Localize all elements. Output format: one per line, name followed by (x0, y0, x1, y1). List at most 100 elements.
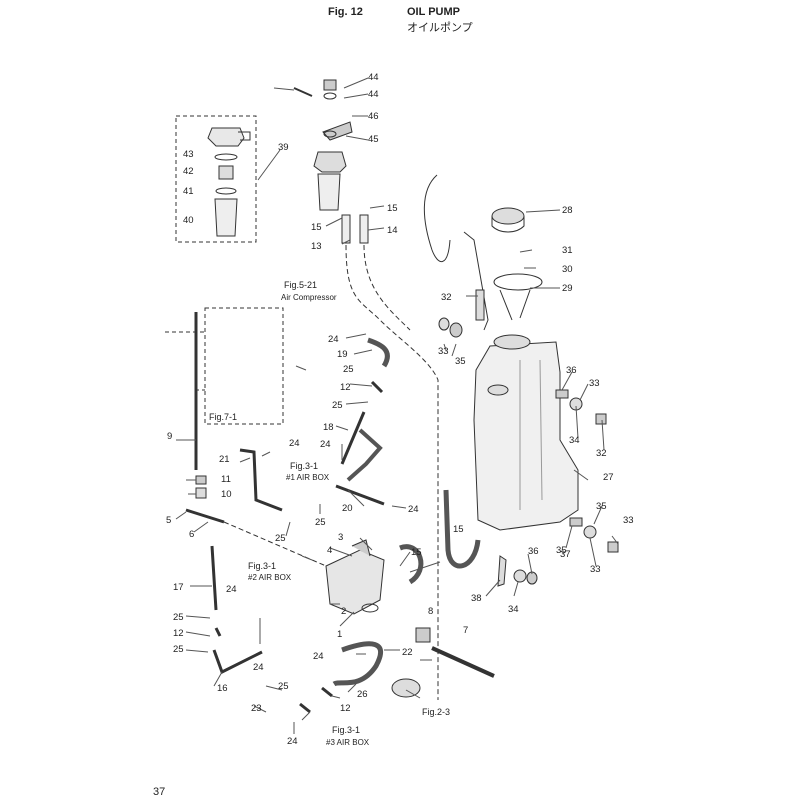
callout-1: 1 (337, 629, 342, 640)
callout-29: 30 (562, 264, 573, 275)
seal-fig2-3 (391, 678, 421, 698)
callout-33-a: 33 (438, 346, 449, 357)
callout-38: 39 (278, 142, 289, 153)
gauge-plate-28 (493, 273, 543, 291)
ref-air-box-3: #3 AIR BOX (326, 738, 370, 747)
callout-24-g: 24 (313, 651, 324, 662)
callout-34-b: 35 (596, 501, 607, 512)
callout-20: 20 (342, 503, 353, 514)
callout-19: 19 (337, 349, 348, 360)
o-ring-40 (215, 187, 237, 195)
callout-45: 46 (368, 111, 379, 122)
callout-13: 13 (311, 241, 322, 252)
callout-31: 32 (441, 292, 452, 303)
callout-3: 3 (338, 532, 343, 543)
callout-25-f: 25 (173, 644, 184, 655)
callout-2: 2 (341, 606, 346, 617)
ref-fig7-1: Fig.7-1 (209, 412, 237, 422)
callout-12-c: 12 (340, 703, 351, 714)
callout-26: 27 (603, 472, 614, 483)
callout-15-c: 15 (453, 524, 464, 535)
figure-title-japanese: オイルポンプ (407, 22, 473, 34)
callout-44-a: 44 (368, 89, 379, 100)
callout-22: 22 (402, 647, 413, 658)
figure-references: Fig.5-21 Air Compressor Fig.7-1 Fig.3-1 … (209, 280, 450, 747)
callout-25-g: 25 (278, 681, 289, 692)
callout-15-b: 15 (387, 203, 398, 214)
callout-35-b: 35 (556, 545, 567, 556)
callout-24-c: 24 (320, 439, 331, 450)
ref-air-box-1: #1 AIR BOX (286, 473, 330, 482)
callout-36-a: 36 (566, 365, 577, 376)
callout-32-b: 33 (623, 515, 634, 526)
callout-24-h: 24 (287, 736, 298, 747)
callout-16: 16 (217, 683, 228, 694)
callout-43: 44 (368, 72, 379, 83)
filter-cap (207, 127, 251, 147)
callout-25-e: 25 (173, 612, 184, 623)
ref-fig3-1-b: Fig.3-1 (248, 561, 276, 571)
callout-labels: 1 2 3 4 5 6 7 8 9 10 11 12 12 12 13 14 1… (166, 72, 634, 747)
filter-detail-box (175, 115, 257, 243)
ref-air-compressor: Air Compressor (281, 293, 337, 302)
ref-fig3-1-c: Fig.3-1 (332, 725, 360, 735)
callout-12-a: 12 (340, 382, 351, 393)
filter-element-41 (218, 165, 234, 180)
callout-32-a: 32 (596, 448, 607, 459)
callout-30: 31 (562, 245, 573, 256)
callout-25-h: 26 (357, 689, 368, 700)
ref-fig2-3: Fig.2-3 (422, 707, 450, 717)
oil-tank-26 (473, 341, 579, 531)
callout-24-f: 24 (253, 662, 264, 673)
callout-15-a: 15 (311, 222, 322, 233)
figure-number: Fig. 12 (328, 6, 363, 18)
callout-12-b: 12 (173, 628, 184, 639)
page-number: 37 (153, 786, 166, 798)
callout-14: 14 (387, 225, 398, 236)
filter-body (317, 173, 341, 211)
callout-34-a: 34 (569, 435, 580, 446)
figure-title: OIL PUMP (407, 6, 460, 18)
ref-fig3-1-a: Fig.3-1 (290, 461, 318, 471)
callout-24-b: 24 (289, 438, 300, 449)
callout-35-c: 36 (528, 546, 539, 557)
callout-36-b: 37 (560, 549, 571, 560)
callout-24-e: 24 (226, 584, 237, 595)
callout-42: 43 (183, 149, 194, 160)
filter-bowl-39 (214, 198, 238, 237)
callout-37: 38 (471, 593, 482, 604)
callout-33-b: 33 (589, 378, 600, 389)
callout-28: 29 (562, 283, 573, 294)
callout-8: 8 (428, 606, 433, 617)
callout-40: 41 (183, 186, 194, 197)
callout-15-d: 15 (411, 547, 422, 558)
callout-44-b: 45 (368, 134, 379, 145)
callout-21: 21 (219, 454, 230, 465)
callout-5: 5 (166, 515, 171, 526)
callout-33-d: 34 (508, 604, 519, 615)
callout-24-a: 24 (328, 334, 339, 345)
callout-33-c: 33 (590, 564, 601, 575)
callout-6: 6 (189, 529, 194, 540)
callout-41: 42 (183, 166, 194, 177)
callout-11: 11 (221, 474, 231, 485)
callout-18: 18 (323, 422, 334, 433)
callout-9: 9 (167, 431, 172, 442)
callout-10: 10 (221, 489, 232, 500)
ref-air-box-2: #2 AIR BOX (248, 573, 292, 582)
callout-24-d: 24 (408, 504, 419, 515)
bracket-45 (322, 121, 353, 141)
fig7-1-detail-box (204, 307, 284, 425)
filter-head (313, 151, 347, 173)
callout-17: 17 (173, 582, 184, 593)
callout-23: 23 (251, 703, 262, 714)
ref-fig5-21: Fig.5-21 (284, 280, 317, 290)
tank-cap-27 (491, 207, 525, 225)
callout-4: 4 (327, 545, 332, 556)
callout-25-c: 25 (315, 517, 326, 528)
callout-39: 40 (183, 215, 194, 226)
callout-25-d: 25 (275, 533, 286, 544)
callout-25-b: 25 (332, 400, 343, 411)
callout-27: 28 (562, 205, 573, 216)
